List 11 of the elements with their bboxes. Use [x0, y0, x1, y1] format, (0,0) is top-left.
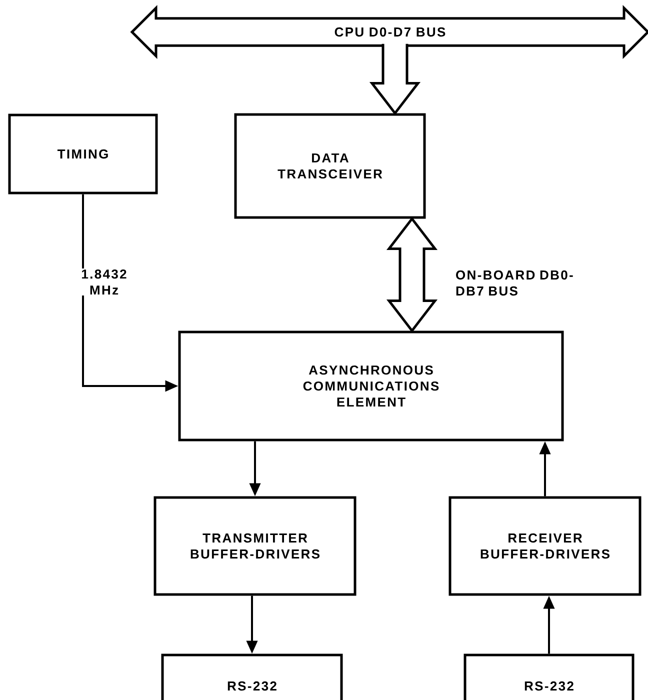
edge-label: 1.8432 MHz — [82, 269, 126, 295]
hollow-arrow — [386, 216, 438, 333]
block-box: DATA TRANSCEIVER — [234, 113, 426, 219]
block-box: RS-232 — [161, 654, 343, 700]
block-box: RS-232 — [464, 654, 634, 700]
block-box: ASYNCHRONOUS COMMUNICATIONS ELEMENT — [178, 330, 564, 442]
block-box: RECEIVER BUFFER-DRIVERS — [448, 496, 642, 596]
hollow-arrow — [369, 42, 421, 116]
edge-label: ON-BOARD DB0-DB7 BUS — [456, 270, 573, 296]
block-box: TRANSMITTER BUFFER-DRIVERS — [154, 496, 356, 596]
block-box: TIMING — [8, 114, 158, 194]
